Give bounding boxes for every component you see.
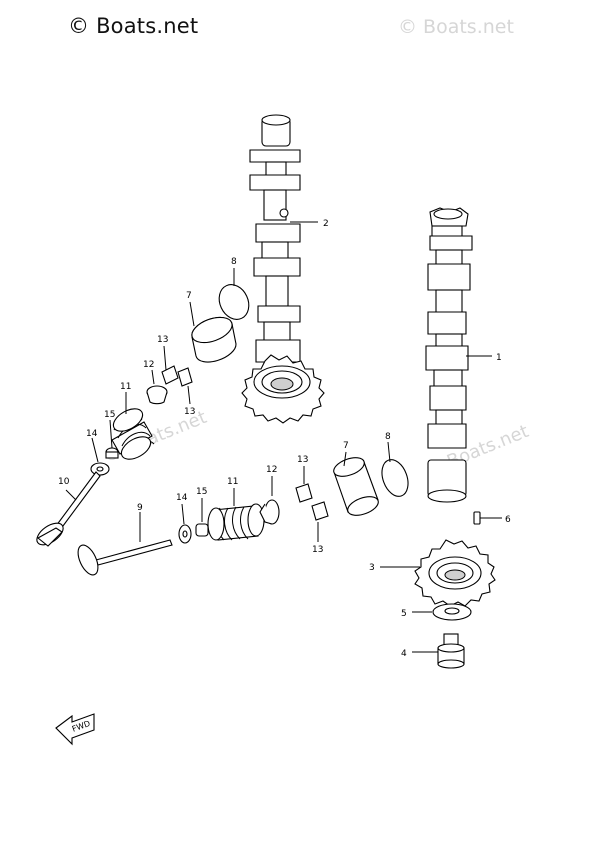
- callout-7-upper: 7: [186, 291, 192, 301]
- spring-lower: [207, 503, 265, 541]
- callout-10: 10: [58, 477, 70, 487]
- callout-2: 2: [323, 219, 329, 229]
- seal-lower: [381, 459, 409, 497]
- seal-lower-small: [195, 523, 209, 537]
- callout-13-upper-a: 13: [157, 335, 168, 345]
- washer-5: [432, 603, 472, 621]
- valve-9: [77, 539, 173, 576]
- callout-15-lower: 15: [196, 487, 207, 497]
- watermark-top-right: © Boats.net: [398, 16, 514, 38]
- callout-11-lower: 11: [227, 477, 238, 487]
- callout-8-lower: 8: [385, 432, 391, 442]
- sprocket-3: [414, 539, 496, 607]
- spring-upper: [111, 408, 155, 460]
- callout-4: 4: [401, 649, 407, 659]
- callout-13-lower-b: 13: [312, 545, 323, 555]
- callout-9: 9: [137, 503, 143, 513]
- retainer-upper: [146, 385, 168, 405]
- callout-7-lower: 7: [343, 441, 349, 451]
- callout-12-upper: 12: [143, 360, 154, 370]
- bolt-4: [437, 633, 465, 669]
- watermark-main: © Boats.net: [68, 14, 199, 38]
- callout-12-lower: 12: [266, 465, 277, 475]
- callout-15-upper: 15: [104, 410, 115, 420]
- callout-3: 3: [369, 563, 375, 573]
- callout-1: 1: [496, 353, 502, 363]
- callout-13-upper-b: 13: [184, 407, 195, 417]
- callout-5: 5: [401, 609, 407, 619]
- cotters-lower: [295, 483, 329, 521]
- camshaft-lower: [425, 207, 473, 503]
- callout-13-lower-a: 13: [297, 455, 308, 465]
- callout-labels: 2 1 3 4 5 6 7 8 13 12 11 15 14 10 13 9 1…: [58, 219, 511, 659]
- valve-10: [36, 471, 101, 547]
- callout-14-lower: 14: [176, 493, 188, 503]
- seal-upper: [218, 284, 250, 320]
- callout-11-upper: 11: [120, 382, 131, 392]
- fwd-arrow: FWD: [55, 713, 95, 746]
- retainer-lower: [259, 499, 280, 525]
- pin-6: [473, 511, 481, 525]
- washer-lower: [178, 524, 192, 544]
- washer-upper: [90, 462, 110, 476]
- callout-14-upper: 14: [86, 429, 98, 439]
- cotters-upper: [161, 365, 193, 387]
- camshaft-upper: [241, 114, 325, 424]
- seal-upper-small: [105, 447, 119, 459]
- leader-lines: [65, 221, 502, 653]
- sleeve-lower: [333, 457, 379, 516]
- callout-6: 6: [505, 515, 511, 525]
- callout-8-upper: 8: [231, 257, 237, 267]
- sleeve-upper: [191, 316, 237, 363]
